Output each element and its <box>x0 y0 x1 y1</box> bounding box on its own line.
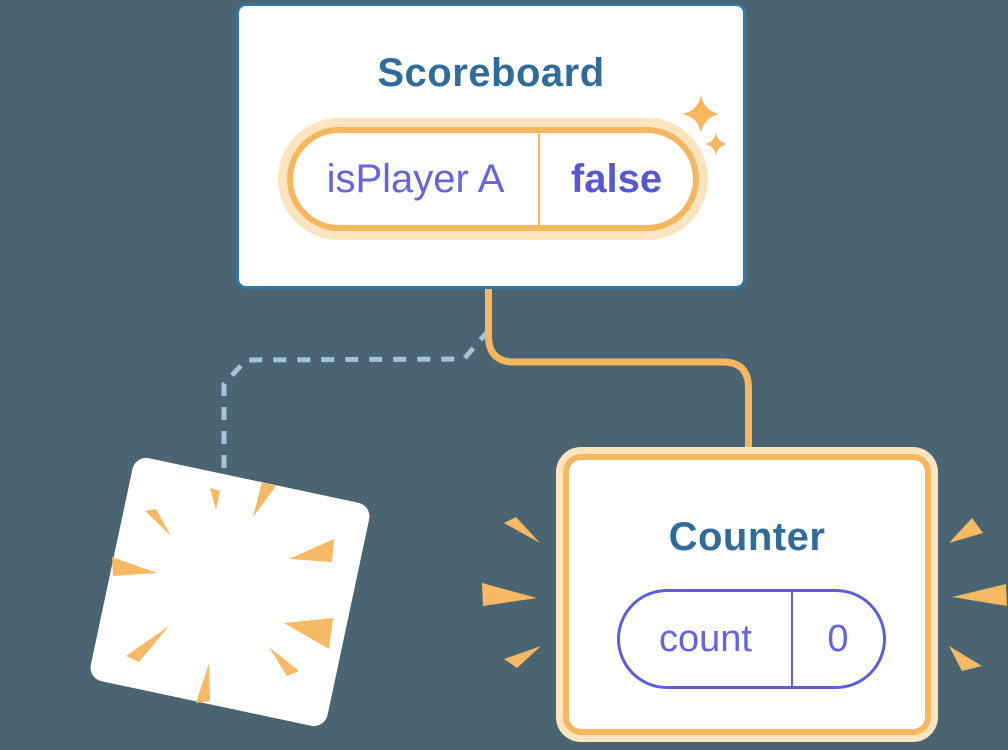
state-value-label: 0 <box>827 617 849 660</box>
scoreboard-component-card: Scoreboard isPlayer A false <box>236 3 746 289</box>
counter-component-card: Counter count 0 <box>563 454 931 735</box>
state-key-label: count <box>659 617 752 660</box>
pill-divider <box>538 133 540 225</box>
counter-title: Counter <box>668 515 826 559</box>
scoreboard-title: Scoreboard <box>377 51 605 95</box>
burst-right-icon <box>949 518 1007 671</box>
state-key-label: isPlayer A <box>326 156 505 201</box>
state-value-label: false <box>570 156 663 201</box>
pill-divider <box>791 592 793 686</box>
burst-left-icon <box>482 517 541 668</box>
destroyed-component-card <box>87 455 373 729</box>
counter-state-pill: count 0 <box>617 589 886 689</box>
scoreboard-state-pill: isPlayer A false <box>287 127 699 231</box>
new-branch-solid-edge <box>485 289 752 452</box>
removed-branch-dashed-edge <box>221 328 491 478</box>
